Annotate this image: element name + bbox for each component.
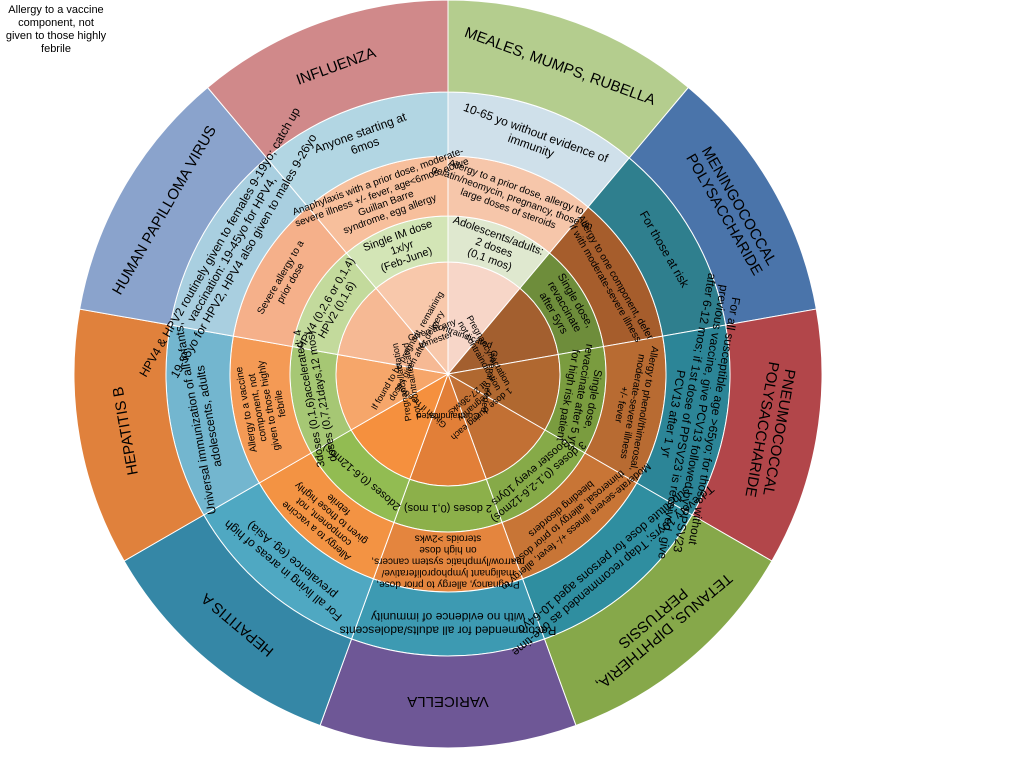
wheel-slices [73,0,823,749]
varicella-dosing-label: 2 doses (0,1 mos) [404,502,492,514]
influenza-name-segment [206,0,449,159]
varicella-pregnancy-label: Contraindicated [416,411,479,421]
varicella-contraindication-label: Pregnancy, allergy to prior dose,maligna… [371,533,524,590]
corner-note: Allergy to a vaccine component, not give… [5,4,107,55]
varicella-name-label: VARICELLA [407,693,488,710]
varicella-indication-label: Recommended for all adults/adolescentswi… [340,610,557,638]
